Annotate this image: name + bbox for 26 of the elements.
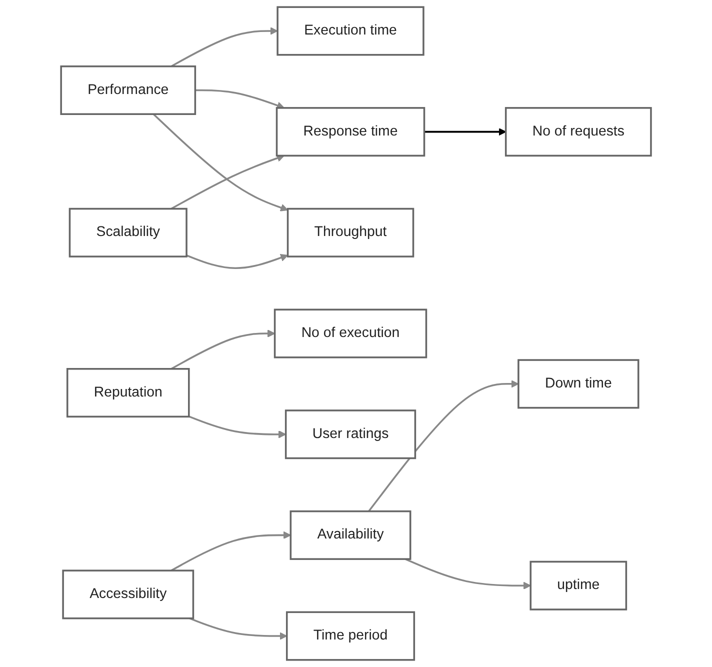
node-box: User ratings bbox=[284, 410, 416, 460]
arrow bbox=[186, 254, 288, 269]
node-box: Reputation bbox=[66, 368, 190, 418]
arrow bbox=[368, 380, 519, 512]
arrow bbox=[170, 531, 291, 572]
arrow bbox=[188, 416, 286, 438]
arrow bbox=[170, 330, 276, 370]
arrow bbox=[189, 618, 288, 640]
node-box: No of execution bbox=[274, 308, 428, 358]
node-box: Response time bbox=[276, 107, 426, 157]
node-box: Execution time bbox=[276, 6, 424, 56]
arrow bbox=[195, 89, 284, 110]
node-box: Availability bbox=[290, 510, 412, 560]
node-box: uptime bbox=[530, 560, 628, 610]
arrow bbox=[152, 113, 288, 212]
node-box: Performance bbox=[60, 65, 196, 115]
arrow bbox=[170, 27, 278, 68]
arrow bbox=[424, 128, 506, 136]
arrow bbox=[404, 558, 531, 590]
node-box: Down time bbox=[518, 359, 640, 409]
node-box: Accessibility bbox=[62, 570, 194, 620]
node-box: Time period bbox=[286, 611, 415, 661]
arrow bbox=[170, 154, 284, 210]
node-box: Throughput bbox=[286, 208, 414, 258]
node-box: Scalability bbox=[68, 208, 188, 258]
node-box: No of requests bbox=[504, 107, 652, 157]
